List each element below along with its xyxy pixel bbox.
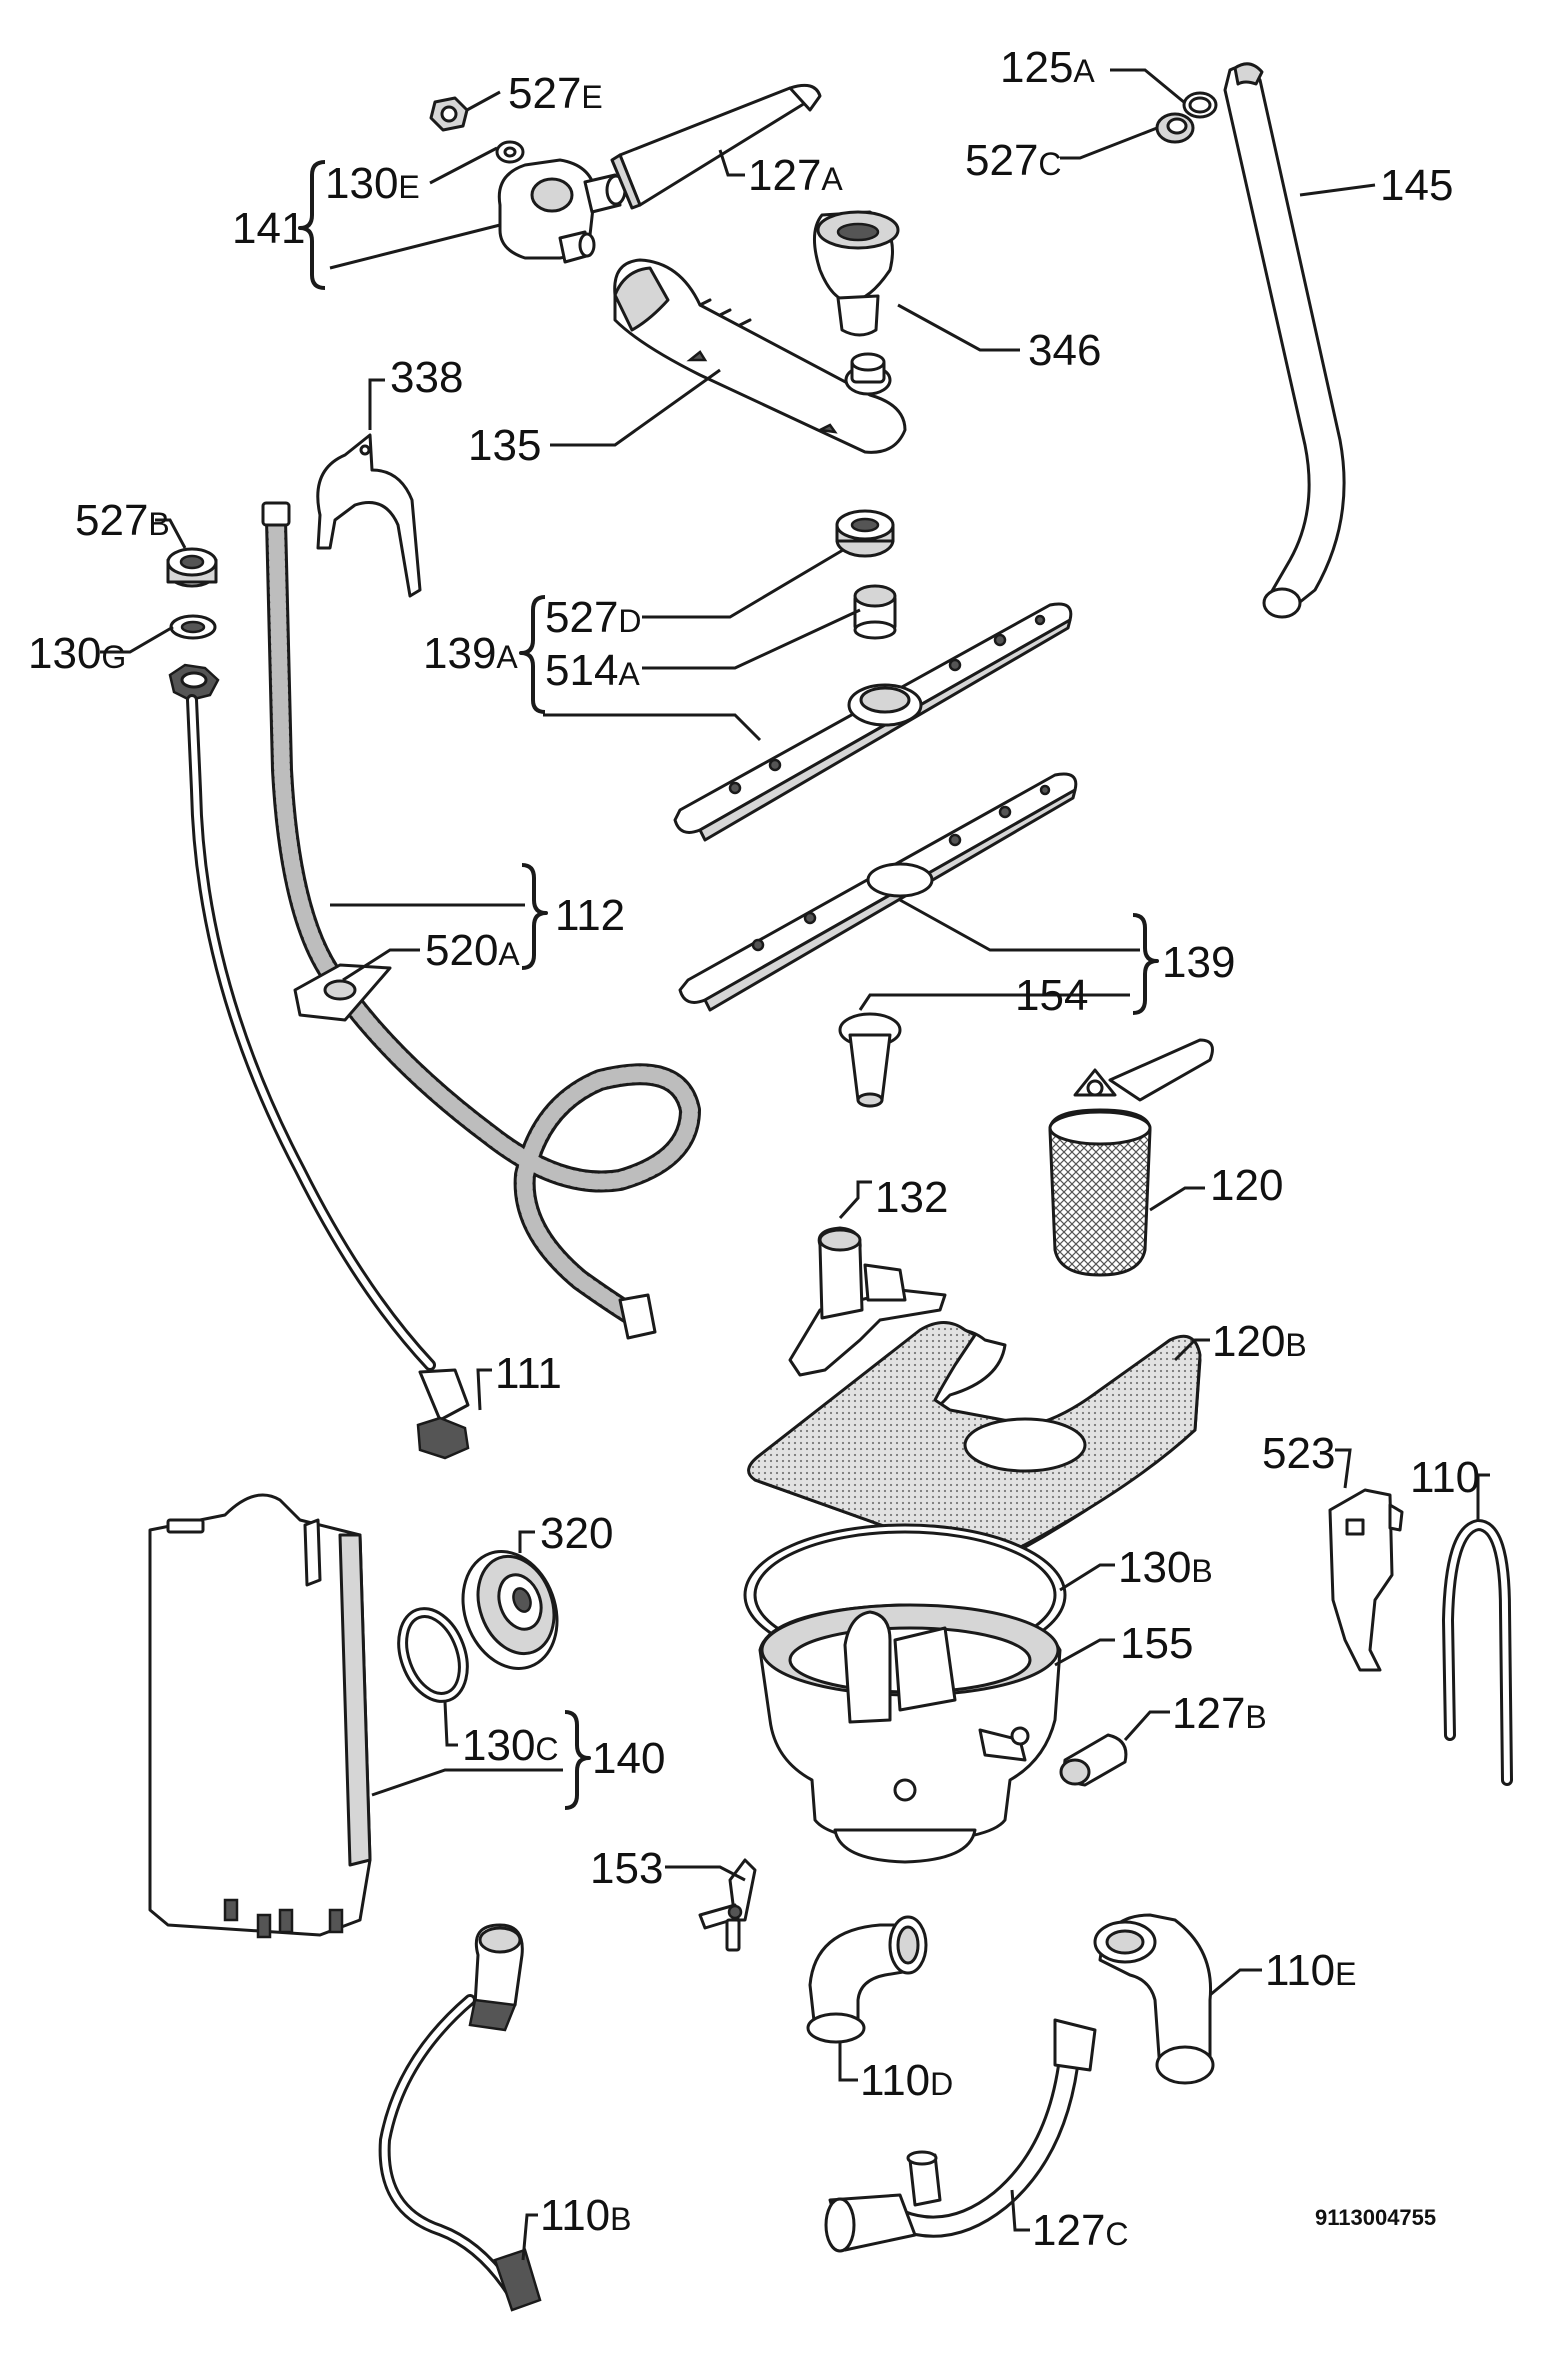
drawing-number: 9113004755 (1315, 2205, 1436, 2230)
label-145: 145 (1380, 161, 1453, 210)
label-120: 120 (1210, 1161, 1283, 1210)
part-153-valve (698, 1858, 757, 1952)
label-520a: 520A (425, 926, 520, 975)
label-120b: 120B (1212, 1317, 1307, 1366)
braces (298, 160, 1159, 1810)
part-527b-nut (166, 547, 218, 588)
label-153: 153 (590, 1844, 663, 1893)
label-130c: 130C (462, 1721, 559, 1770)
part-527e-nut (429, 96, 469, 132)
label-338: 338 (390, 353, 463, 402)
label-527c: 527C (965, 136, 1062, 185)
label-130b: 130B (1118, 1543, 1213, 1592)
part-154-spray-arm-bearing (838, 1012, 902, 1108)
label-139: 139 (1162, 938, 1235, 987)
label-127c: 127C (1032, 2206, 1129, 2255)
part-139-lower-spray-arm (678, 772, 1078, 1012)
part-140-water-softener (148, 1493, 372, 1939)
label-130g: 130G (28, 629, 126, 678)
label-125a: 125A (1000, 43, 1095, 92)
label-527b: 527B (75, 496, 170, 545)
part-127b-sleeve (1059, 1733, 1128, 1787)
label-141: 141 (232, 204, 305, 253)
label-139a: 139A (423, 629, 518, 678)
part-135-upper-spray-arm (613, 258, 907, 454)
part-320-cap (461, 1550, 559, 1670)
label-346: 346 (1028, 326, 1101, 375)
label-140: 140 (592, 1734, 665, 1783)
part-120b-flat-filter (747, 1321, 1202, 1561)
label-110d: 110D (860, 2056, 953, 2105)
part-155-sump (758, 1603, 1062, 1864)
label-127a: 127A (748, 151, 843, 200)
part-527c-nut (1155, 112, 1195, 144)
label-110b: 110B (540, 2191, 632, 2240)
label-135: 135 (468, 421, 541, 470)
part-145-feed-tube (1223, 62, 1346, 619)
part-338-clip (316, 433, 422, 598)
part-110e-elbow (1093, 1913, 1215, 2085)
part-130c-seal-ring (397, 1607, 469, 1703)
part-130g-washer (169, 614, 217, 640)
part-127c-hose (824, 2018, 1097, 2253)
part-346-spray-head (813, 210, 900, 337)
part-125a-ring (1182, 91, 1218, 119)
part-520a-grommet (293, 963, 392, 1022)
part-127a-tube (610, 83, 822, 210)
part-110d-elbow (806, 1915, 928, 2044)
softener-outlets (223, 1898, 344, 1939)
part-111-inlet-hose (186, 694, 470, 1460)
part-110-u-hose (1441, 1518, 1513, 1786)
part-130e-washer (495, 140, 525, 164)
label-111: 111 (495, 1349, 562, 1398)
label-127b: 127B (1172, 1689, 1267, 1738)
part-132-water-softener-outlet (788, 1226, 947, 1377)
part-120-filter (1048, 1038, 1214, 1277)
part-141-bracket (497, 158, 627, 264)
label-112: 112 (555, 891, 625, 940)
part-523-bracket (1328, 1488, 1404, 1672)
label-320: 320 (540, 1509, 613, 1558)
part-110b-hose (378, 1923, 542, 2312)
label-132: 132 (875, 1173, 948, 1222)
label-154: 154 (1015, 971, 1088, 1020)
callout-labels: 527E 125A 130E 127A 527C 145 141 346 338… (28, 43, 1480, 2255)
part-139a-middle-spray-arm (673, 602, 1073, 842)
part-inlet-connector (168, 663, 220, 702)
label-523: 523 (1262, 1429, 1335, 1478)
part-514a-bushing (853, 584, 897, 640)
label-527d: 527D (545, 593, 642, 642)
label-110e: 110E (1265, 1946, 1357, 1995)
leader-lines (100, 68, 1490, 2261)
label-155: 155 (1120, 1619, 1193, 1668)
label-527e: 527E (508, 69, 603, 118)
label-514a: 514A (545, 646, 640, 695)
part-527d-nut (835, 509, 895, 558)
label-130e: 130E (325, 159, 420, 208)
label-110: 110 (1410, 1453, 1480, 1502)
